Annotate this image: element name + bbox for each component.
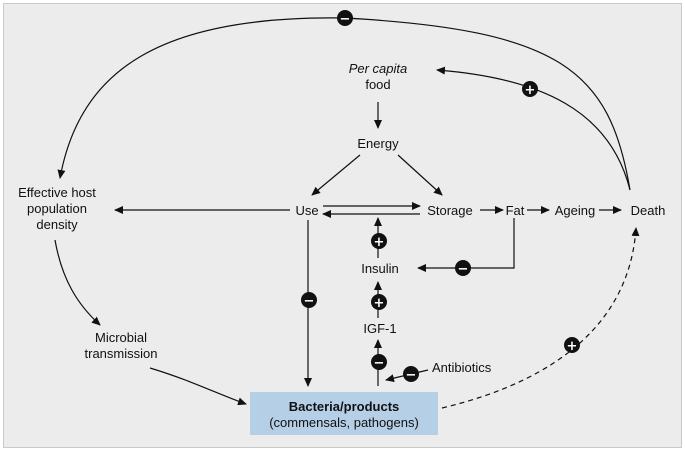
- svg-text:+: +: [374, 235, 385, 250]
- fat-label: Fat: [506, 203, 525, 218]
- energy-to-use-arrow: [311, 154, 361, 196]
- death-label: Death: [631, 203, 666, 218]
- effective-host-label-line2: population: [27, 201, 87, 216]
- svg-text:−: −: [406, 368, 417, 383]
- sign-badge-igf-to-insulin: +: [371, 294, 387, 311]
- svg-text:+: +: [567, 339, 578, 354]
- sign-badge-death-to-food: +: [522, 81, 538, 98]
- sign-badge-insulin-to-storage: +: [371, 233, 387, 250]
- host-to-microbial-arrow: [54, 239, 101, 326]
- svg-text:−: −: [458, 262, 469, 277]
- food-label: food: [365, 77, 390, 92]
- svg-text:−: −: [304, 294, 315, 309]
- use-label: Use: [295, 203, 318, 218]
- effective-host-label-line1: Effective host: [18, 185, 96, 200]
- sign-badge-bacteria-to-igf: −: [371, 354, 387, 371]
- bacteria-subtitle: (commensals, pathogens): [269, 415, 419, 430]
- fat-to-insulin-arrow: [417, 218, 515, 272]
- effective-host-label-line3: density: [36, 217, 78, 232]
- sign-badge-top-loop: −: [337, 10, 353, 27]
- microbial-label-line1: Microbial: [95, 330, 147, 345]
- svg-text:+: +: [525, 83, 536, 98]
- insulin-label: Insulin: [361, 261, 399, 276]
- energy-label: Energy: [357, 136, 399, 151]
- ageing-label: Ageing: [555, 203, 595, 218]
- antibiotics-label: Antibiotics: [432, 360, 492, 375]
- death-to-food-arrow: [436, 66, 631, 191]
- svg-text:−: −: [340, 12, 351, 27]
- igf1-label: IGF-1: [363, 321, 396, 336]
- death-to-host-loop-arrow: [57, 17, 631, 191]
- sign-badge-use-to-bacteria: −: [301, 292, 317, 309]
- diagram-frame: [3, 3, 682, 448]
- microbial-to-bacteria-arrow: [149, 367, 247, 406]
- microbial-label-line2: transmission: [85, 346, 158, 361]
- bacteria-to-death-arrow: [441, 227, 640, 409]
- svg-text:+: +: [374, 296, 385, 311]
- sign-badge-bacteria-to-death: +: [564, 337, 580, 354]
- sign-badge-fat-to-insulin: −: [455, 260, 471, 277]
- energy-to-storage-arrow: [397, 154, 443, 196]
- bacteria-title: Bacteria/products: [289, 399, 400, 414]
- storage-label: Storage: [427, 203, 473, 218]
- svg-text:−: −: [374, 356, 385, 371]
- sign-badge-antibiotics: −: [403, 366, 419, 383]
- bacteria-box: [250, 392, 438, 435]
- per-capita-label: Per capita: [349, 61, 408, 76]
